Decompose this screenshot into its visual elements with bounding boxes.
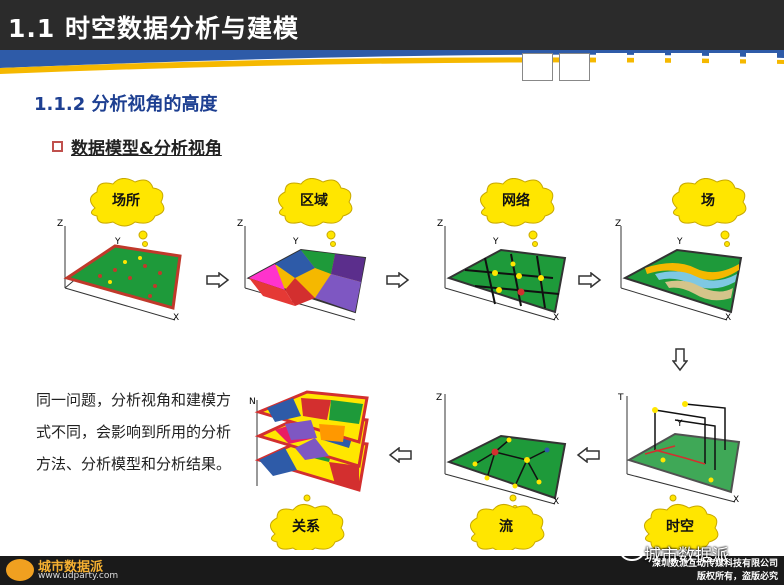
- cloud-label: 场所: [112, 193, 140, 209]
- header-square: [559, 53, 590, 81]
- svg-text:N: N: [249, 397, 256, 407]
- svg-text:Y: Y: [492, 237, 499, 247]
- copyright-text: 版权所有，盗版必究: [696, 572, 778, 582]
- panel-region: Z Y 区域: [235, 178, 375, 328]
- checkbox-bullet-icon: [52, 141, 63, 152]
- bullet-text: 数据模型&分析视角: [71, 139, 222, 159]
- header-stripe: [0, 50, 784, 74]
- arrow-left-icon: [388, 447, 412, 463]
- panel-relation: N 关系: [245, 390, 385, 550]
- watermark-text: 城市数据派: [644, 546, 729, 566]
- cloud-label: 区域: [300, 193, 328, 209]
- svg-text:X: X: [173, 313, 179, 323]
- panel-network: Z Y X 网络: [435, 178, 575, 328]
- svg-text:X: X: [733, 495, 739, 505]
- cloud-label: 场: [701, 193, 715, 209]
- panel-spacetime: T Y X 时空: [615, 390, 755, 550]
- cloud-label: 关系: [292, 519, 320, 535]
- udparty-logo-icon: [6, 559, 34, 581]
- arrow-left-icon: [576, 447, 600, 463]
- company-name: 深圳数派互动传媒科技有限公司: [651, 559, 778, 569]
- panel-place: Z Y X 场所: [55, 178, 195, 328]
- footer-bar: [0, 556, 784, 585]
- footer-brand: 城市数据派: [38, 560, 104, 575]
- cloud-label: 网络: [502, 193, 530, 209]
- arrow-down-icon: [672, 348, 688, 372]
- field-diagram: Z Y X: [615, 178, 747, 323]
- svg-text:Z: Z: [615, 219, 621, 229]
- header-square: [746, 53, 777, 81]
- slide-title: 1.1 时空数据分析与建模: [8, 14, 299, 43]
- svg-text:T: T: [617, 393, 624, 403]
- wechat-icon: [620, 543, 644, 561]
- svg-text:Z: Z: [57, 219, 63, 229]
- svg-text:Z: Z: [237, 219, 243, 229]
- panel-field: Z Y X 场: [615, 178, 755, 328]
- company-info: 深圳数派互动传媒科技有限公司 版权所有，盗版必究: [652, 558, 778, 584]
- arrow-right-icon: [578, 272, 602, 288]
- header-square: [522, 53, 553, 81]
- header-square: [671, 53, 702, 81]
- relation-diagram: N: [249, 390, 369, 550]
- section-subheading: 1.1.2 分析视角的高度: [34, 94, 218, 115]
- cloud-label: 时空: [666, 519, 694, 535]
- svg-text:Y: Y: [292, 237, 299, 247]
- svg-text:Y: Y: [114, 237, 121, 247]
- header-square: [709, 53, 740, 81]
- place-diagram: Z Y X: [57, 178, 182, 323]
- svg-text:Y: Y: [676, 419, 683, 429]
- slide-header: 1.1 时空数据分析与建模: [0, 0, 784, 50]
- spacetime-diagram: T Y X: [617, 393, 741, 550]
- header-square: [596, 53, 627, 81]
- svg-text:X: X: [725, 313, 731, 323]
- region-diagram: Z Y: [237, 178, 367, 321]
- cloud-label: 流: [499, 519, 513, 535]
- svg-text:Z: Z: [437, 219, 443, 229]
- network-diagram: Z Y X: [437, 178, 567, 323]
- footer-url: www.udparty.com: [38, 571, 119, 581]
- arrow-right-icon: [386, 272, 410, 288]
- svg-text:Y: Y: [676, 237, 683, 247]
- bullet-item: 数据模型&分析视角: [52, 134, 222, 159]
- header-square: [634, 53, 665, 81]
- arrow-right-icon: [206, 272, 230, 288]
- panel-flow: Z X 流: [435, 390, 575, 550]
- svg-text:Z: Z: [436, 393, 442, 403]
- svg-text:X: X: [553, 313, 559, 323]
- flow-diagram: Z X: [436, 393, 567, 550]
- description-paragraph: 同一问题，分析视角和建模方式不同，会影响到所用的分析方法、分析模型和分析结果。: [36, 391, 232, 473]
- svg-text:X: X: [553, 497, 559, 507]
